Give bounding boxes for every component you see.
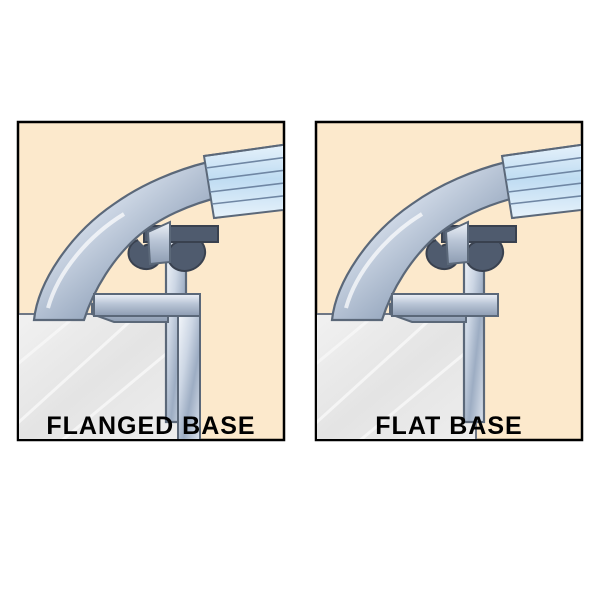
bottom-letterbox-band (0, 492, 600, 600)
caption-flat-base: FLAT BASE (375, 412, 523, 440)
panel-flat-base (314, 120, 584, 442)
base-flat-plate (391, 293, 499, 317)
caption-flanged-base: FLANGED BASE (46, 412, 256, 440)
diagram-area (0, 32, 600, 492)
curtain-wall-detail-diagram (16, 120, 584, 442)
panel-flanged-base (16, 120, 286, 442)
top-letterbox-band (0, 0, 600, 32)
base-flange (93, 293, 201, 439)
